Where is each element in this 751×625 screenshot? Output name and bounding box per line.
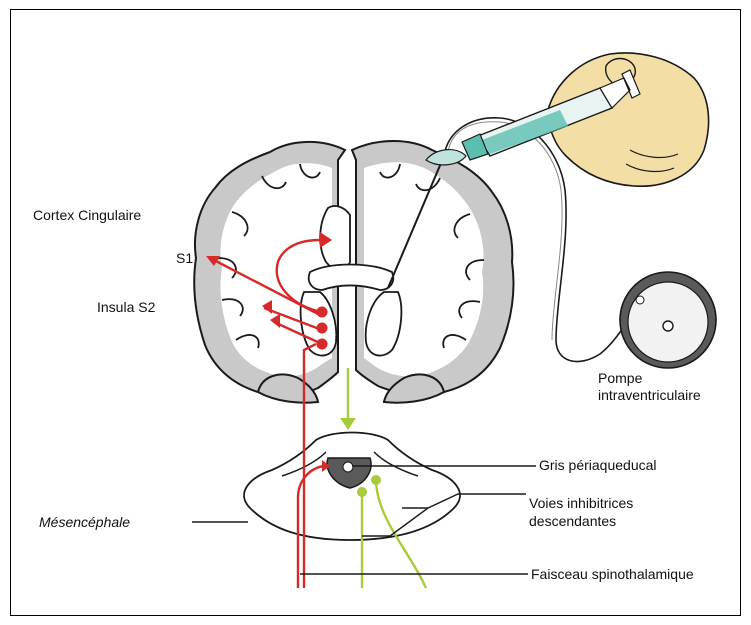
pump-port [663,321,673,331]
intraventricular-pump [620,272,716,368]
label-pompe-line2: intraventriculaire [598,387,701,404]
descending-arrowhead [340,418,356,430]
label-voies-line2: descendantes [529,513,616,530]
pump-connector [636,296,644,304]
label-insula-s2: Insula S2 [97,299,155,316]
corpus-callosum [309,265,394,291]
label-cortex-cingulaire: Cortex Cingulaire [33,207,141,224]
hand-with-syringe [426,53,709,186]
thalamic-nucleus-3 [317,339,328,350]
brain-coronal-section [194,141,513,403]
label-mesencephale: Mésencéphale [39,514,130,531]
label-pompe-line1: Pompe [598,370,642,387]
label-s1: S1 [176,250,193,267]
thalamic-nucleus-2 [317,323,328,334]
label-gris-periaqueducal: Gris périaqueducal [539,457,657,474]
midbrain [244,433,460,541]
inhibitory-nucleus-1 [357,487,367,497]
label-voies-line1: Voies inhibitrices [529,495,633,512]
label-faisceau-spinothalamique: Faisceau spinothalamique [531,566,694,583]
aqueduct [343,462,353,472]
inhibitory-nucleus-2 [371,475,381,485]
thalamic-nucleus-1 [317,307,328,318]
